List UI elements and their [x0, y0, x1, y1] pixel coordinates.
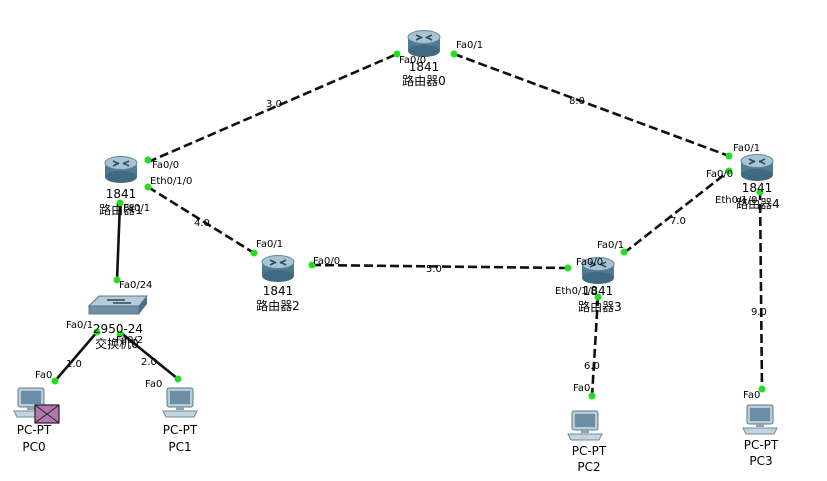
router-1[interactable]	[104, 155, 138, 184]
port-label: Fa0/24	[119, 280, 152, 291]
port-indicator	[116, 330, 124, 338]
port-label: Fa0/1	[733, 143, 760, 154]
network-label: 4.0	[194, 218, 210, 229]
port-indicator	[758, 385, 766, 393]
port-label: Fa0	[35, 370, 52, 381]
port-label: Fa0/0	[399, 55, 426, 66]
port-indicator	[450, 50, 458, 58]
network-label: 5.0	[426, 264, 442, 275]
device-name: PC2	[577, 460, 600, 474]
router-icon	[261, 254, 295, 283]
link-r1-r0[interactable]	[147, 52, 398, 164]
device-model: PC-PT	[572, 444, 607, 458]
link-r2-r3[interactable]	[311, 263, 569, 270]
port-indicator	[393, 50, 401, 58]
pc-icon	[567, 410, 603, 441]
port-indicator	[116, 199, 124, 207]
port-indicator	[725, 167, 733, 175]
network-label: 9.0	[751, 307, 767, 318]
port-label: Fa0/1	[256, 239, 283, 250]
router-4[interactable]	[740, 153, 774, 182]
port-label: Fa0/2	[116, 335, 143, 346]
port-indicator	[113, 276, 121, 284]
port-label: Fa0/0	[576, 257, 603, 268]
device-model: 1841	[409, 60, 440, 74]
port-indicator	[564, 264, 572, 272]
device-model: PC-PT	[744, 438, 779, 452]
network-label: 3.0	[266, 99, 282, 110]
port-indicator	[144, 183, 152, 191]
network-label: 8.0	[569, 96, 585, 107]
port-indicator	[308, 261, 316, 269]
device-model: 2950-24	[93, 322, 143, 336]
pc-icon	[742, 404, 778, 435]
device-model: 1841	[583, 284, 614, 298]
port-label: Eth0/1/0	[555, 286, 597, 297]
port-indicator	[725, 152, 733, 160]
port-label: Fa0/1	[456, 40, 483, 51]
device-name: 路由器0	[402, 73, 446, 88]
port-label: Eth0/1/0	[715, 195, 757, 206]
link-sw-pc0[interactable]	[54, 331, 98, 382]
device-name: 路由器4	[736, 196, 780, 211]
device-model: 1841	[263, 284, 294, 298]
link-r0-r4[interactable]	[453, 52, 730, 158]
envelope-icon	[34, 404, 60, 424]
port-indicator	[756, 188, 764, 196]
network-label: 7.0	[670, 216, 686, 227]
port-label: Fa0/0	[152, 160, 179, 171]
port-label: Eth0/1/0	[150, 176, 192, 187]
port-indicator	[620, 248, 628, 256]
pc-icon	[162, 387, 198, 418]
port-indicator	[174, 375, 182, 383]
pc-1[interactable]	[162, 387, 198, 418]
router-icon	[104, 155, 138, 184]
link-r3-r4[interactable]	[623, 169, 730, 255]
router-icon	[407, 29, 441, 58]
router-icon	[740, 153, 774, 182]
port-label: Fa0	[145, 379, 162, 390]
port-label: Fa0/1	[597, 240, 624, 251]
device-name: 路由器2	[256, 298, 300, 313]
network-label: 2.0	[141, 357, 157, 368]
switch-0[interactable]	[87, 295, 149, 315]
device-model: PC-PT	[17, 423, 52, 437]
link-r3-pc2[interactable]	[590, 296, 600, 397]
device-name: 路由器1	[99, 202, 143, 217]
link-r4-pc3[interactable]	[758, 190, 764, 390]
device-name: 路由器3	[578, 299, 622, 314]
port-label: Fa0	[573, 383, 590, 394]
port-indicator	[144, 156, 152, 164]
port-indicator	[250, 249, 258, 257]
network-label: 6.0	[584, 361, 600, 372]
port-indicator	[51, 377, 59, 385]
pc-2[interactable]	[567, 410, 603, 441]
pc-3[interactable]	[742, 404, 778, 435]
device-model: 1841	[106, 187, 137, 201]
device-name: 交换机0	[95, 336, 139, 351]
link-sw-pc1[interactable]	[119, 330, 179, 381]
link-r1-sw[interactable]	[115, 202, 122, 281]
port-indicator	[93, 328, 101, 336]
port-label: Fa0/0	[706, 169, 733, 180]
device-name: PC1	[168, 440, 191, 454]
port-label: Fa0/0	[313, 256, 340, 267]
device-model: PC-PT	[163, 423, 198, 437]
port-indicator	[594, 293, 602, 301]
router-0[interactable]	[407, 29, 441, 58]
switch-icon	[87, 295, 149, 315]
pdu-envelope[interactable]	[34, 404, 60, 424]
device-name: PC3	[749, 454, 772, 468]
network-label: 1.0	[66, 359, 82, 370]
port-indicator	[588, 392, 596, 400]
port-label: Fa0/1	[123, 203, 150, 214]
port-label: Fa0/1	[66, 320, 93, 331]
router-2[interactable]	[261, 254, 295, 283]
device-model: 1841	[742, 181, 773, 195]
device-name: PC0	[22, 440, 45, 454]
port-label: Fa0	[743, 390, 760, 401]
link-r1-r2[interactable]	[147, 185, 255, 255]
